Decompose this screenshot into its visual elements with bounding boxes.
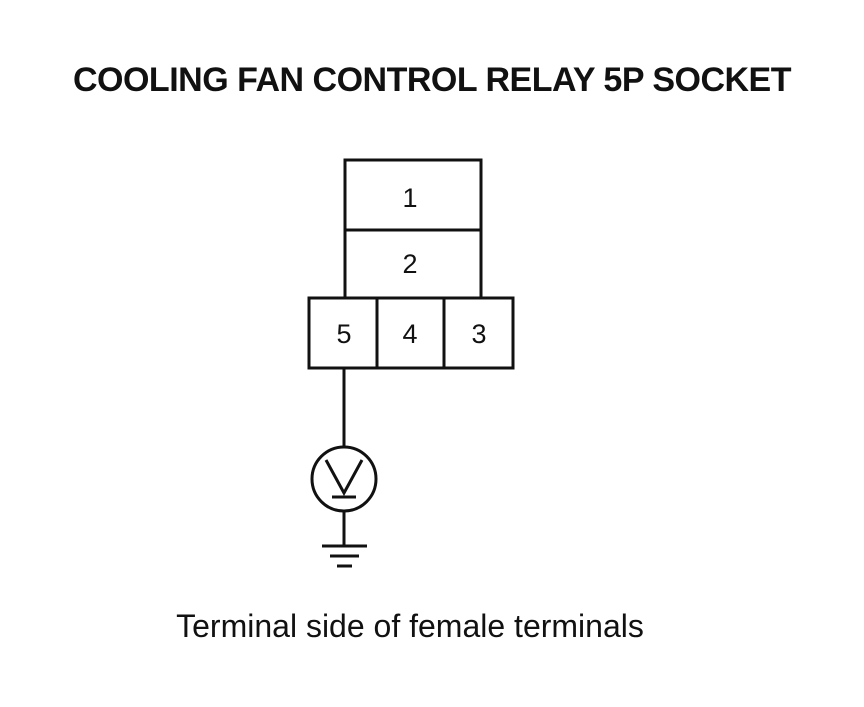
terminal-1-label: 1: [402, 183, 417, 213]
terminal-2-label: 2: [402, 249, 417, 279]
diagram-caption: Terminal side of female terminals: [176, 608, 644, 644]
voltmeter-icon: [310, 445, 378, 513]
diagram-title: COOLING FAN CONTROL RELAY 5P SOCKET: [72, 61, 792, 99]
ground-icon: [322, 544, 367, 568]
terminal-3-cell: [442, 296, 515, 370]
connector-5p-socket: [307, 158, 515, 370]
terminal-3-label: 3: [471, 319, 486, 349]
terminal-5-label: 5: [336, 319, 351, 349]
terminal-4-label: 4: [402, 319, 417, 349]
